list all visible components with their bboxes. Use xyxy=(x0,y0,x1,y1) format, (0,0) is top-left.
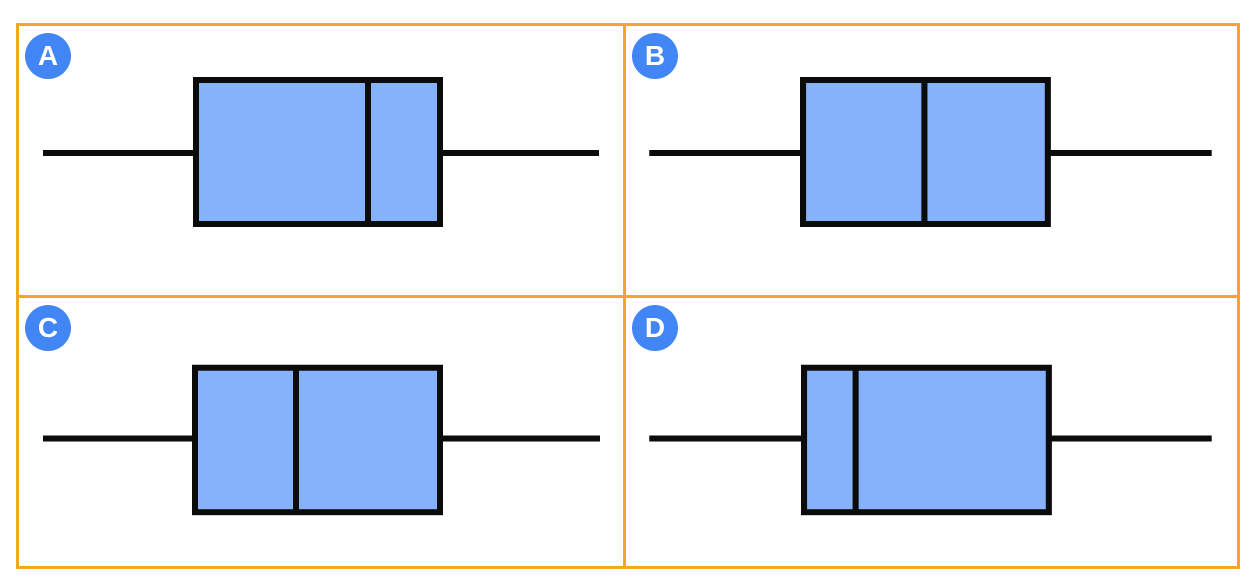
iqr-box xyxy=(801,364,1052,516)
boxplot-d xyxy=(649,364,1212,516)
boxplot-a xyxy=(43,77,599,227)
panel-c-badge: C xyxy=(25,305,71,351)
panel-a: A xyxy=(19,26,626,298)
panel-c: C xyxy=(19,298,626,566)
panel-a-badge: A xyxy=(25,33,71,79)
boxplot-c xyxy=(43,364,600,516)
panel-d: D xyxy=(626,298,1237,566)
panel-b-label: B xyxy=(644,40,666,71)
panel-c-label: C xyxy=(37,312,59,343)
iqr-box xyxy=(192,364,443,516)
panel-b-badge: B xyxy=(632,33,678,79)
iqr-box xyxy=(193,77,443,227)
panel-b: B xyxy=(626,26,1237,298)
panel-a-label: A xyxy=(37,40,59,71)
panel-d-badge: D xyxy=(632,305,678,351)
boxplot-b xyxy=(649,77,1212,227)
quadrant-grid: A B C D xyxy=(16,23,1240,569)
panel-d-label: D xyxy=(644,312,666,343)
